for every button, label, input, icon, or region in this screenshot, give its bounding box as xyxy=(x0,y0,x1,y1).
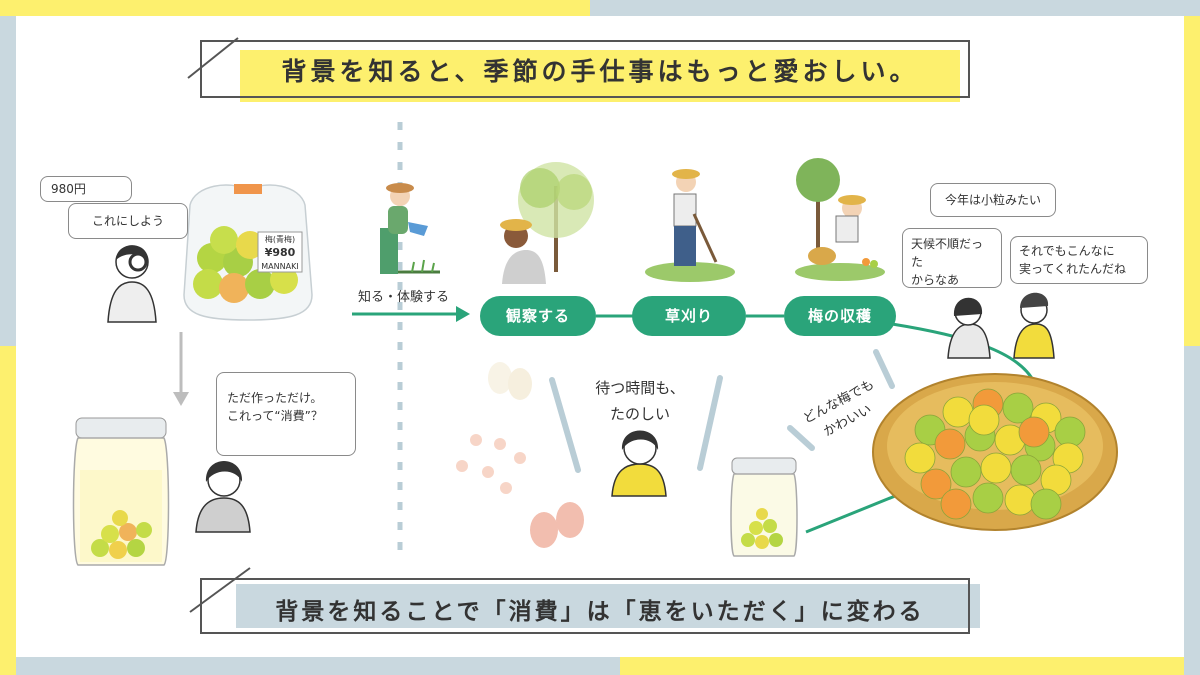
flow-arrow-label: 知る・体験する xyxy=(358,290,450,305)
thanks-bubble: それでもこんなに 実ってくれたんだね xyxy=(1010,236,1148,284)
flow-arrow xyxy=(352,306,470,322)
basket-plum xyxy=(1030,488,1062,520)
basket-plum xyxy=(904,442,936,474)
page-title: 背景を知ると、季節の手仕事はもっと愛おしい。 xyxy=(281,57,919,86)
step-weeding: 草刈り xyxy=(632,296,746,336)
plum-jar-right xyxy=(730,457,798,557)
thought-bubble: ただ作っただけ。 これって“消費”？ xyxy=(216,372,356,456)
basket-plum xyxy=(980,452,1012,484)
thanks-line1: それでもこんなに xyxy=(1019,244,1115,258)
connector-to-jar xyxy=(805,492,901,534)
left-blue-band xyxy=(0,16,16,346)
basket-plum xyxy=(1002,392,1034,424)
waiting-line1: 待つ時間も、 xyxy=(595,379,685,397)
basket-plum xyxy=(968,404,1000,436)
price-bubble: 980円 xyxy=(40,176,132,202)
basket-plum xyxy=(920,468,952,500)
shopper-figure xyxy=(107,245,157,323)
basket-plum xyxy=(934,428,966,460)
basket-plum xyxy=(942,396,974,428)
decorative-marks xyxy=(549,349,895,473)
footer-highlight xyxy=(236,584,980,628)
gardener-figure xyxy=(380,183,440,274)
basket-plum xyxy=(940,488,972,520)
small-plums-bubble: 今年は小粒みたい xyxy=(930,183,1056,217)
bottom-yellow-band xyxy=(620,657,1184,675)
thought-bubble-line2: これって“消費”？ xyxy=(227,409,323,423)
harvest-farmer-illustration xyxy=(795,158,885,281)
basket-plum xyxy=(1054,416,1086,448)
right-blue-band xyxy=(1184,346,1200,675)
thought-bubble-line1: ただ作っただけ。 xyxy=(227,391,323,405)
footer-frame xyxy=(200,578,970,634)
title-slash-decor xyxy=(187,37,239,79)
basket-plum xyxy=(972,482,1004,514)
down-arrow xyxy=(173,332,189,406)
tree-observer-illustration xyxy=(500,162,594,284)
bag-label-top: 梅(青梅) xyxy=(264,235,296,244)
footer-message: 背景を知ることで「消費」は「恵をいただく」に変わる xyxy=(275,599,925,625)
top-blue-band xyxy=(590,0,1200,16)
bottom-blue-band xyxy=(16,657,620,675)
basket-plum xyxy=(1004,484,1036,516)
step-harvest: 梅の収穫 xyxy=(784,296,896,336)
happy-woman-figure xyxy=(611,430,667,497)
left-yellow-band xyxy=(0,346,16,675)
bag-label-brand: MANNAKI xyxy=(261,261,299,271)
basket-plum xyxy=(1018,416,1050,448)
top-yellow-band xyxy=(0,0,590,16)
pensive-woman-figure xyxy=(195,461,251,533)
waiting-line2: たのしい xyxy=(609,404,670,423)
thanks-line2: 実ってくれたんだね xyxy=(1019,262,1127,276)
basket-plum xyxy=(1010,454,1042,486)
choice-bubble: これにしよう xyxy=(68,203,188,239)
title-highlight xyxy=(240,50,960,102)
weeding-farmer-illustration xyxy=(645,169,735,282)
weather-line1: 天候不順だった xyxy=(911,237,984,269)
title-frame xyxy=(200,40,970,98)
bag-label-price: ¥980 xyxy=(264,246,296,260)
faded-blossom-illustrations xyxy=(456,362,584,548)
plum-bag-illustration xyxy=(183,184,313,321)
weather-line2: からなあ xyxy=(911,273,960,287)
bag-label: 梅(青梅) ¥980 MANNAKI xyxy=(258,234,302,272)
right-yellow-band xyxy=(1184,16,1200,346)
weather-bubble: 天候不順だった からなあ xyxy=(902,228,1002,288)
waiting-caption: 待つ時間も、 たのしい xyxy=(570,376,710,427)
chatting-people-figures xyxy=(947,292,1055,359)
plum-jar-left xyxy=(72,417,170,566)
plum-basket-illustration xyxy=(872,373,1118,531)
basket-plum xyxy=(950,456,982,488)
step-observe: 観察する xyxy=(480,296,596,336)
